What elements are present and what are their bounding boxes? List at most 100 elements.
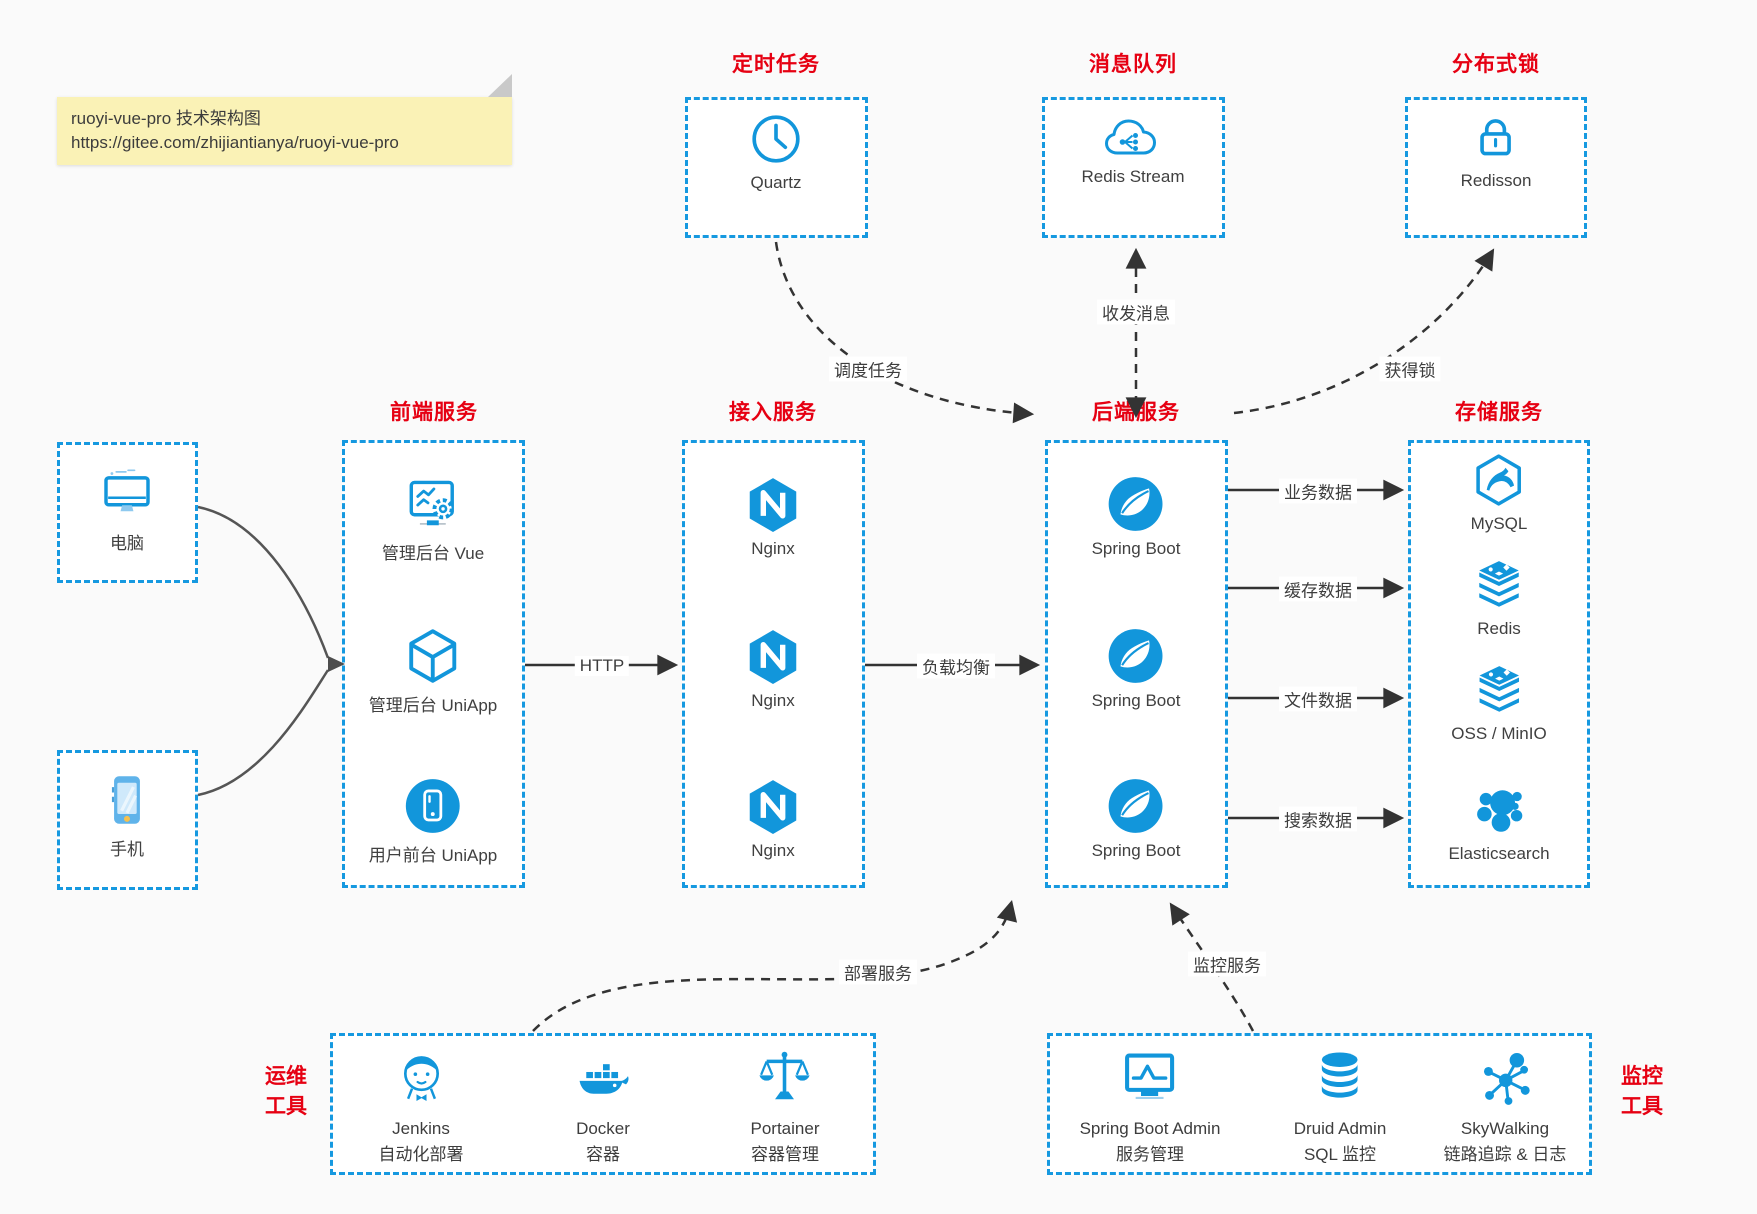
node-label: Quartz — [750, 173, 802, 192]
note-title: ruoyi-vue-pro 技术架构图 — [71, 109, 261, 128]
node-label: MySQL — [1470, 514, 1528, 533]
title-storage: 存储服务 — [1455, 401, 1543, 424]
node-label: Redis — [1477, 619, 1521, 638]
spring-boot-icon — [1109, 629, 1163, 683]
edge-label-monitor: 监控服务 — [1188, 951, 1266, 977]
edge-label-cache-data: 缓存数据 — [1279, 576, 1357, 602]
side-title-line: 运维 — [265, 1065, 307, 1088]
node-label: Spring Boot — [1091, 841, 1181, 860]
client-box-computer — [57, 442, 198, 583]
side-title-line: 工具 — [265, 1095, 307, 1118]
edge-computer-to-frontend — [197, 505, 330, 659]
node-label: Nginx — [751, 841, 795, 860]
title-scheduled-task: 定时任务 — [732, 53, 820, 76]
node-nginx-2: Nginx — [745, 628, 801, 711]
tool-sublabel: 自动化部署 — [378, 1145, 464, 1164]
node-spring-boot-2: Spring Boot — [1091, 628, 1181, 711]
node-label: Elasticsearch — [1448, 844, 1550, 863]
nginx-icon — [749, 478, 797, 532]
title-distributed-lock: 分布式锁 — [1452, 53, 1540, 76]
node-nginx-3: Nginx — [745, 778, 801, 861]
druid-icon — [1322, 1052, 1358, 1098]
title-message-queue: 消息队列 — [1089, 53, 1177, 76]
tool-sublabel: 容器管理 — [750, 1145, 819, 1164]
edge-label-search-data: 搜索数据 — [1279, 806, 1357, 832]
node-admin-vue: 管理后台 Vue — [382, 476, 484, 564]
node-label: 管理后台 UniApp — [368, 696, 498, 715]
node-label: 电脑 — [110, 534, 144, 553]
note-url: https://gitee.com/zhijiantianya/ruoyi-vu… — [71, 133, 399, 152]
node-user-uniapp: 用户前台 UniApp — [369, 778, 497, 866]
side-title-line: 监控 — [1621, 1065, 1663, 1088]
edge-acquire-lock — [1233, 248, 1495, 415]
node-spring-boot-1: Spring Boot — [1091, 476, 1181, 559]
edge-label-load-balance: 负载均衡 — [917, 653, 995, 679]
edge-label-file-data: 文件数据 — [1279, 686, 1357, 712]
title-backend: 后端服务 — [1092, 401, 1180, 424]
spring-boot-icon — [1109, 477, 1163, 531]
edge-label-business-data: 业务数据 — [1279, 478, 1357, 504]
tool-label: Jenkins — [392, 1119, 450, 1138]
edge-label-schedule: 调度任务 — [829, 356, 907, 382]
redis-icon — [1479, 561, 1519, 607]
title-frontend: 前端服务 — [390, 401, 478, 424]
tool-label: Spring Boot Admin — [1079, 1119, 1221, 1138]
tool-label: Druid Admin — [1293, 1119, 1387, 1138]
mysql-icon — [1476, 454, 1522, 506]
lock-icon — [1480, 119, 1512, 156]
edge-label-deploy: 部署服务 — [839, 959, 917, 985]
spring-boot-icon — [1109, 779, 1163, 833]
nginx-icon — [749, 630, 797, 684]
redis-stream-cloud-icon — [1105, 119, 1157, 155]
node-label: Spring Boot — [1091, 539, 1181, 558]
node-admin-uniapp: 管理后台 UniApp — [369, 628, 497, 716]
node-portainer: Portainer 容器管理 — [750, 1048, 820, 1168]
tool-label: Docker — [576, 1119, 630, 1138]
node-quartz: Quartz — [749, 112, 803, 193]
computer-icon — [104, 469, 150, 512]
node-redis: Redis — [1472, 558, 1526, 639]
tool-label: Portainer — [750, 1119, 820, 1138]
ops-tools-side-title: 运维 工具 — [250, 1062, 322, 1122]
tool-sublabel: SQL 监控 — [1303, 1145, 1377, 1164]
node-computer: 电脑 — [99, 466, 155, 554]
node-phone: 手机 — [99, 772, 155, 860]
node-spring-boot-admin: Spring Boot Admin 服务管理 — [1079, 1048, 1221, 1168]
jenkins-icon — [403, 1056, 439, 1101]
node-redisson: Redisson — [1460, 110, 1532, 191]
edge-label-lock: 获得锁 — [1379, 356, 1441, 382]
edge-schedule-task — [774, 241, 1035, 424]
node-docker: Docker 容器 — [574, 1048, 632, 1168]
node-oss-minio: OSS / MinIO — [1451, 663, 1547, 744]
node-label: Spring Boot — [1091, 691, 1181, 710]
oss-minio-icon — [1479, 666, 1519, 712]
tool-sublabel: 链路追踪 & 日志 — [1443, 1145, 1567, 1164]
tool-sublabel: 服务管理 — [1116, 1145, 1184, 1164]
clock-icon — [752, 115, 800, 163]
uniapp-cube-icon — [409, 629, 457, 683]
sticky-note: ruoyi-vue-pro 技术架构图 https://gitee.com/zh… — [57, 97, 512, 165]
node-label: Nginx — [751, 539, 795, 558]
edge-deploy-service — [532, 899, 1018, 1032]
smartphone-icon — [111, 776, 140, 824]
node-label: OSS / MinIO — [1451, 724, 1547, 743]
node-label: 管理后台 Vue — [381, 544, 485, 563]
node-label: Redisson — [1460, 171, 1532, 190]
nginx-icon — [749, 780, 797, 834]
node-label: Nginx — [751, 691, 795, 710]
user-uniapp-icon — [406, 779, 460, 833]
node-jenkins: Jenkins 自动化部署 — [379, 1048, 464, 1168]
tool-sublabel: 容器 — [586, 1145, 620, 1164]
node-skywalking: SkyWalking 链路追踪 & 日志 — [1443, 1048, 1567, 1168]
group-box-scheduled-task — [685, 97, 868, 238]
docker-icon — [579, 1064, 629, 1094]
monitor-tools-side-title: 监控 工具 — [1606, 1062, 1678, 1122]
node-label: 用户前台 UniApp — [368, 846, 498, 865]
node-label: 手机 — [110, 840, 144, 859]
node-druid: Druid Admin SQL 监控 — [1293, 1048, 1387, 1168]
node-nginx-1: Nginx — [745, 476, 801, 559]
edge-phone-to-frontend — [197, 669, 330, 797]
title-gateway: 接入服务 — [729, 401, 817, 424]
admin-vue-icon — [409, 480, 455, 526]
